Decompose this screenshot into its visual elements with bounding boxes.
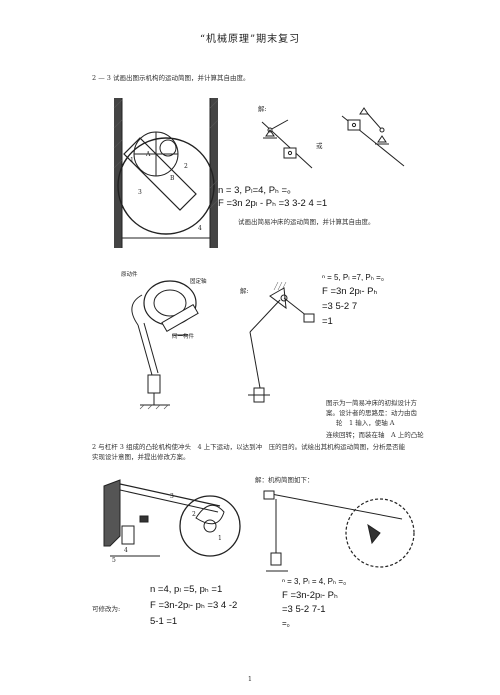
problem3-prompt-line2: 实现设计意图，并提出修改方案。 xyxy=(92,453,190,461)
fig3-label-3: 3 xyxy=(170,493,174,500)
fig1-label-B: B xyxy=(170,175,175,182)
modified-line1: n =4, pₗ =5, pₕ =1 xyxy=(150,584,223,595)
caption-line2: 案。设计者的思路是：动力由齿 xyxy=(326,409,417,417)
fig1-label-4: 4 xyxy=(198,225,202,232)
figure-kinematic-1a xyxy=(261,119,313,169)
page-title: “机械原理”期末复习 xyxy=(199,34,301,45)
fig3-label-1: 1 xyxy=(218,535,222,542)
problem2-line3: =3 5-2 7 xyxy=(322,301,358,312)
problem1-answer-label: 解: xyxy=(258,105,267,113)
fig3-label-2: 2 xyxy=(192,511,196,518)
figure-kinematic-1b xyxy=(341,107,405,167)
label-driver: 原动件 xyxy=(121,272,138,278)
problem2-line1: ⁿ = 5, Pₗ =7, Pₕ =。 xyxy=(322,273,389,282)
modified-line3: 5-1 =1 xyxy=(150,616,178,627)
figure-kinematic-3 xyxy=(263,490,415,572)
problem3-prompt-line1: 2 与杠杆 3 组成的凸轮机构使冲头 4 上下运动，以达到冲 压的目的。试绘出其… xyxy=(92,443,406,451)
or-label: 或 xyxy=(316,142,323,150)
fig3-label-5: 5 xyxy=(112,557,116,564)
problem3-answer-label: 解：机构简图如下： xyxy=(255,476,314,484)
fig1-label-1: 1 xyxy=(130,157,134,164)
figure-cam-lever: 3 2 1 4 5 xyxy=(103,479,241,564)
problem3-line3: =3 5-2 7-1 xyxy=(282,604,326,615)
label-fixed-shaft: 固定轴 xyxy=(190,279,207,285)
modify-label: 可修改为: xyxy=(92,605,121,613)
fig1-label-A: A xyxy=(145,151,151,158)
fig3-label-4: 4 xyxy=(124,547,128,554)
problem1-prompt: 2 — 3 试画出图示机构的运动简图，并计算其自由度。 xyxy=(92,74,250,82)
figure-mechanism-1: A 1 B 3 2 4 xyxy=(113,98,219,248)
problem1-line1: n = 3, Pₗ=4, Pₕ =。 xyxy=(218,185,297,196)
problem2-line4: =1 xyxy=(322,316,333,327)
problem2-prompt: 试画出简易冲床的运动简图，并计算其自由度。 xyxy=(238,218,375,226)
problem2-line2: F =3n 2pₗ- Pₕ xyxy=(322,286,378,297)
fig1-label-3: 3 xyxy=(138,189,142,196)
caption-line4: 连续回转；而装在轴 A 上的凸轮 xyxy=(326,431,424,439)
problem3-line4: =。 xyxy=(282,619,295,628)
problem2-answer-label: 解: xyxy=(240,287,249,295)
figure-punch-press xyxy=(131,280,199,410)
caption-line1: 图示为一简易冲床的初拟设计方 xyxy=(326,399,417,407)
problem1-line2: F =3n 2pₗ - Pₕ =3 3-2 4 =1 xyxy=(218,198,328,209)
fig1-label-2: 2 xyxy=(184,163,188,170)
page-number: 1 xyxy=(247,675,253,683)
caption-line3: 轮 1 输入，使轴 A xyxy=(336,419,395,427)
figure-kinematic-2 xyxy=(248,281,315,403)
problem3-line1: ⁿ = 3, Pₗ = 4, Pₕ =。 xyxy=(282,577,352,586)
modified-line2: F =3n-2pₗ- pₕ =3 4 -2 xyxy=(150,600,238,611)
label-same-member: 同一构件 xyxy=(172,334,195,340)
problem3-line2: F =3n-2pₗ- Pₕ xyxy=(282,590,338,601)
